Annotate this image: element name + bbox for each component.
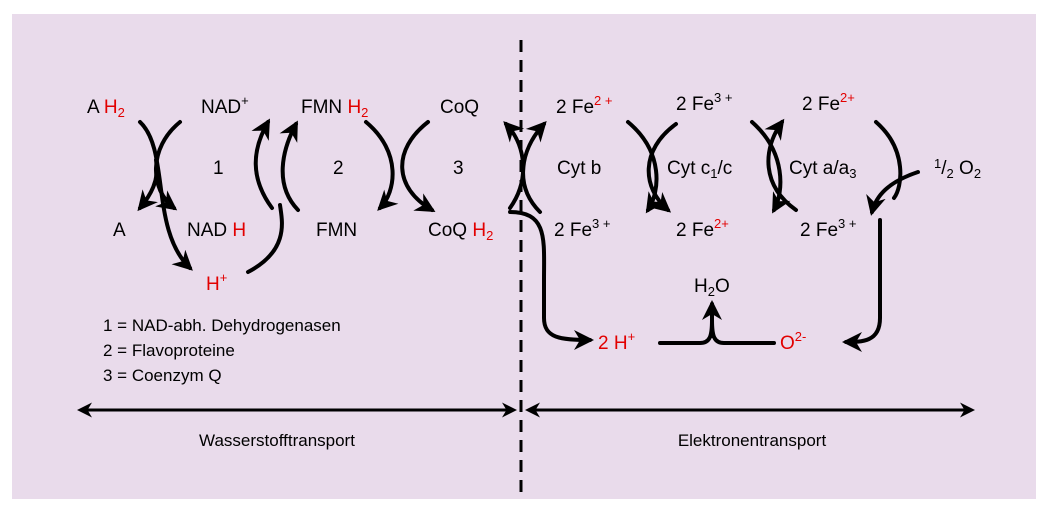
arrow-coqh2-to-2h-plus bbox=[508, 210, 594, 350]
label-2h-plus: 2 H+ bbox=[598, 329, 635, 354]
legend-item-1: 1 = NAD-abh. Dehydrogenasen bbox=[103, 316, 341, 335]
label-water: H2O bbox=[694, 276, 730, 299]
label-fe2-bottom: 2 Fe2+ bbox=[676, 216, 729, 241]
diagram-background bbox=[12, 14, 1036, 499]
section-label-electron-transport: Elektronentransport bbox=[678, 431, 827, 450]
label-nadh: NAD H bbox=[187, 220, 246, 241]
arrow-fmnh2-to-fmn bbox=[364, 120, 399, 211]
label-half-o2: 1/2 O2 bbox=[934, 156, 981, 181]
arrow-fe3-to-oxide bbox=[842, 218, 882, 352]
label-a: A bbox=[113, 220, 126, 241]
arrow-coq-to-coqh2 bbox=[400, 120, 436, 213]
label-fe3-top: 2 Fe3 + bbox=[676, 90, 732, 115]
label-fe3-bottom-1: 2 Fe3 + bbox=[554, 216, 610, 241]
label-coq-h2: CoQ H2 bbox=[428, 220, 493, 243]
arrow-h-plus-up bbox=[246, 203, 284, 274]
label-h-plus: H+ bbox=[206, 270, 227, 295]
arrow-ah2-to-a bbox=[137, 158, 159, 212]
section-label-hydrogen-transport: Wasserstofftransport bbox=[199, 431, 355, 450]
label-fe3-bottom-2: 2 Fe3 + bbox=[800, 216, 856, 241]
arrow-fe3-c-to-fe2-c bbox=[646, 122, 678, 213]
arrow-o2-to-fe3 bbox=[866, 170, 920, 216]
label-a-h2: A H2 bbox=[87, 97, 125, 120]
arrow-nadh-to-nad bbox=[251, 118, 274, 210]
legend-item-3: 3 = Coenzym Q bbox=[103, 366, 222, 385]
label-coq: CoQ bbox=[440, 97, 479, 118]
label-fmn: FMN bbox=[316, 220, 357, 241]
arrow-fe2-a-to-fe3-a bbox=[874, 120, 903, 200]
label-cyt-a-a3: Cyt a/a3 bbox=[789, 158, 856, 181]
arrow-fe2-c-to-fe3-c bbox=[750, 120, 791, 214]
arrow-fmnh2-to-fmn-up bbox=[279, 120, 300, 212]
enzyme-label-1: 1 bbox=[213, 158, 224, 179]
legend-item-2: 2 = Flavoproteine bbox=[103, 341, 235, 360]
enzyme-label-2: 2 bbox=[333, 158, 344, 179]
label-cyt-b: Cyt b bbox=[557, 158, 601, 179]
label-fmn-h2: FMN H2 bbox=[301, 97, 368, 120]
arrow-fe3-to-fe2-b bbox=[521, 121, 547, 214]
arrow-fe3-a-to-fe2-a bbox=[764, 118, 798, 212]
enzyme-label-3: 3 bbox=[453, 158, 464, 179]
label-cyt-c1-c: Cyt c1/c bbox=[667, 158, 732, 181]
label-fe2-top-1: 2 Fe2 + bbox=[556, 93, 612, 118]
label-nad-plus: NAD+ bbox=[201, 93, 249, 118]
label-oxide-ion: O2- bbox=[780, 329, 806, 354]
label-fe2-top-2: 2 Fe2+ bbox=[802, 90, 855, 115]
